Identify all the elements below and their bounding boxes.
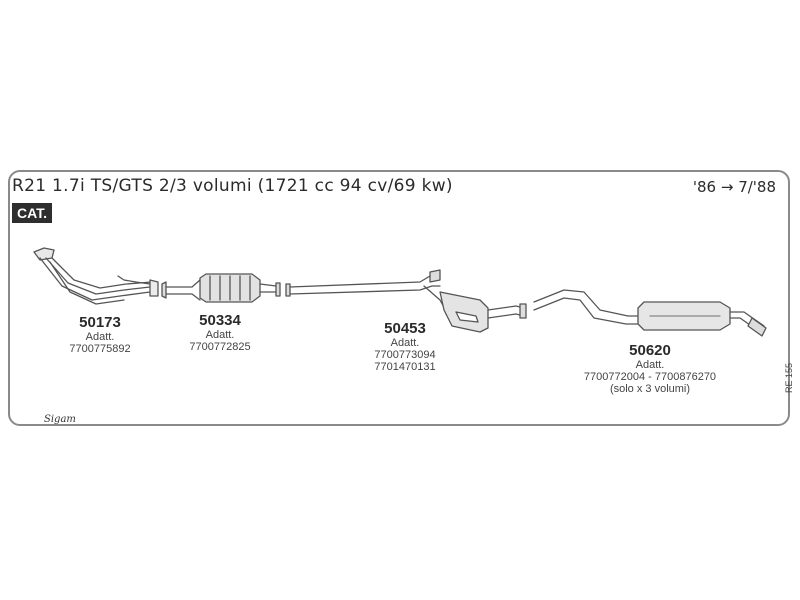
catalytic-converter-icon[interactable] [161,273,281,303]
oem-ref: 7700775892 [69,343,131,355]
page-title: R21 1.7i TS/GTS 2/3 volumi (1721 cc 94 c… [12,176,453,196]
rear-silencer-icon[interactable] [533,289,767,337]
adatt-label: Adatt. [205,329,235,341]
part-50620[interactable]: 50620 Adatt. 7700772004 - 7700876270 (so… [560,342,740,395]
part-50173[interactable]: 50173 Adatt. 7700775892 [50,314,150,355]
fitment-note: (solo x 3 volumi) [609,383,691,395]
oem-ref: 7701470131 [374,361,436,373]
part-code: 50173 [79,314,121,331]
model-years: '86 → 7/'88 [692,178,776,196]
adatt-label: Adatt. [390,337,420,349]
adatt-label: Adatt. [85,331,115,343]
sheet-reference: RE 155 [784,363,794,394]
oem-ref: 7700772825 [189,341,251,353]
adatt-label: Adatt. [635,359,665,371]
part-code: 50334 [199,312,241,329]
diagram-frame [8,170,790,426]
part-code: 50453 [384,320,426,337]
sigam-logo: Sigam [44,414,76,425]
part-50453[interactable]: 50453 Adatt. 7700773094 7701470131 [350,320,460,373]
intermediate-silencer-icon[interactable] [285,269,527,333]
oem-ref: 7700773094 [374,349,436,361]
exhaust-manifold-icon[interactable] [33,247,159,305]
cat-badge: CAT. [12,203,53,223]
part-50334[interactable]: 50334 Adatt. 7700772825 [170,312,270,353]
part-code: 50620 [629,342,671,359]
oem-ref: 7700772004 - 7700876270 [583,371,717,383]
